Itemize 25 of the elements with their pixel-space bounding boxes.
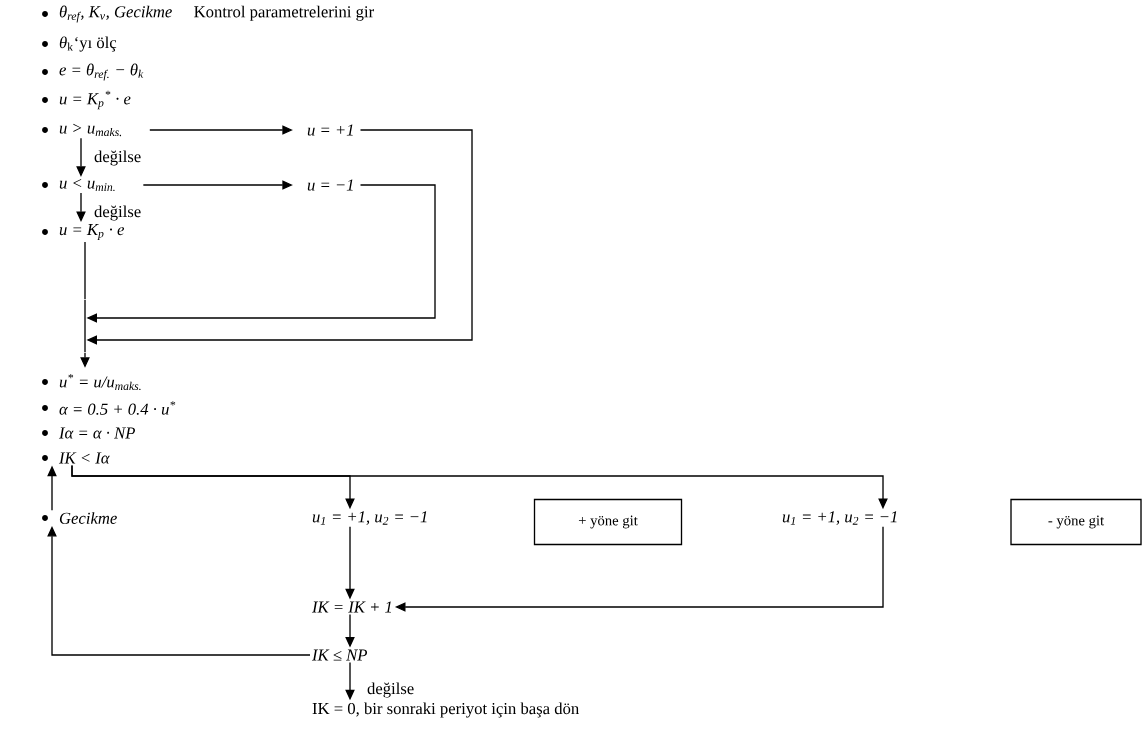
formula-text: Iα = α · NP: [58, 427, 135, 439]
formula-text: u$_{1}$ = +1, u$_{2}$ = −1: [312, 511, 427, 525]
formula-text: IK < Iα: [58, 452, 110, 464]
formula-text: e = θ$_{ref.}$ − θ$_{k}$: [59, 63, 144, 81]
formula-text: IK = IK + 1: [311, 601, 392, 613]
formula-text: u$_{1}$ = +1, u$_{2}$ = −1: [782, 511, 897, 525]
formula-text: α = 0.5 + 0.4 · u$^{*}$: [59, 401, 176, 415]
edge-label: değilse: [367, 682, 414, 698]
step-text: θ$_{k}$‘yı ölç: [59, 36, 117, 52]
edge-label: değilse: [94, 150, 141, 166]
formula-text: u < u$_{min.}$: [59, 178, 115, 192]
step-text: IK = 0, bir sonraki periyot için başa dön: [312, 702, 579, 718]
direction-box: + yöne git: [533, 498, 683, 546]
direction-box: - yöne git: [1010, 498, 1142, 546]
junction-line: [84, 300, 86, 352]
formula-text: u = +1: [307, 124, 353, 136]
formula-text: u > u$_{maks.}$: [59, 123, 122, 137]
edge-label: değilse: [94, 205, 141, 221]
formula-text: u = K$_{p}$$^{*}$ · e: [59, 90, 131, 110]
formula-text: Gecikme: [59, 512, 117, 524]
step-text: θ$_{ref}$, K$_{v}$, Gecikme Kontrol parametrelerini gir: [59, 5, 374, 23]
formula-text: u$^{*}$ = u/u$_{maks.}$: [59, 373, 141, 391]
formula-text: IK ≤ NP: [311, 649, 368, 661]
formula-text: u = −1: [307, 179, 353, 191]
formula-text: u = K$_{p}$ · e: [59, 224, 125, 240]
